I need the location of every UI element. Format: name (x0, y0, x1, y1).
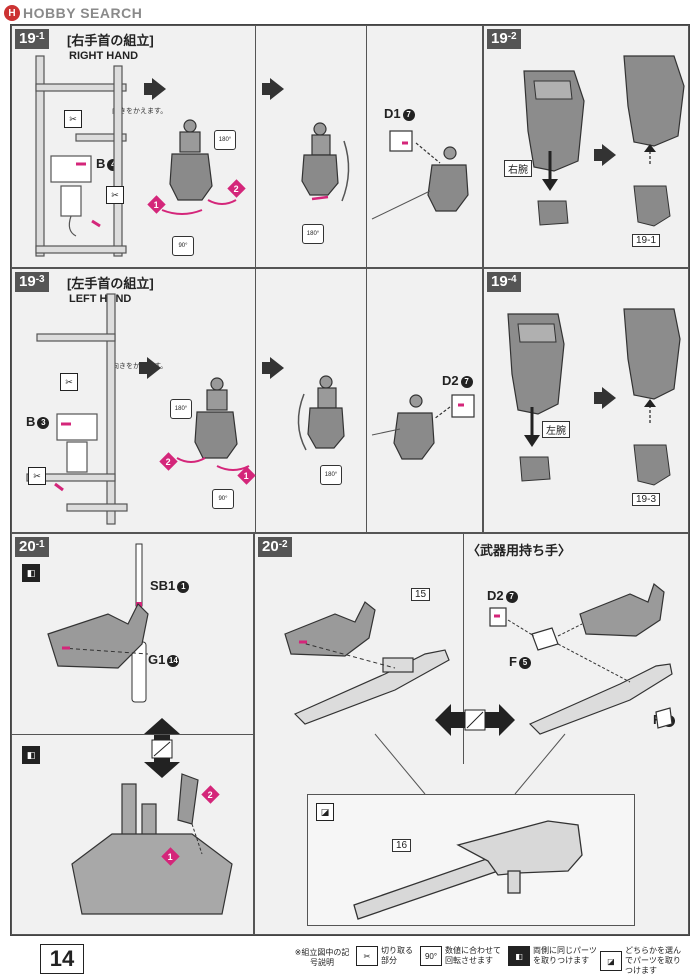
hand-part-illustration (176, 377, 250, 471)
forearm-weapon-illustration (47, 602, 149, 669)
arm-part-illustration (507, 313, 565, 415)
choose-icon: ◪ (600, 951, 622, 971)
divider (463, 534, 464, 764)
step-title-en: RIGHT HAND (69, 50, 139, 62)
legend-item-choose: ◪ どちらかを選んでパーツを取りつけます (600, 946, 687, 976)
panel-step-20-2: 20-2 〈武器用持ち手〉 15 D27 F5 F6 (254, 533, 689, 935)
watermark: H HOBBY SEARCH (4, 4, 142, 22)
cut-icon: ✂ (28, 467, 46, 485)
callout-lines (374, 733, 566, 795)
hand-part-illustration (301, 122, 350, 202)
step-title-en: LEFT HAND (69, 293, 132, 305)
panel-step-19-4: 19-4 左腕 19-3 (483, 268, 689, 533)
flow-arrow (594, 387, 616, 409)
arm-assembled-illustration (623, 308, 681, 486)
hand-part-illustration (371, 130, 469, 220)
both-sides-icon: ◧ (508, 946, 530, 966)
panel-step-19-2: 19-2 右腕 19-1 (483, 25, 689, 268)
divider (366, 26, 367, 269)
flow-arrow (144, 78, 166, 100)
option-box: ◪ 16 (307, 794, 635, 926)
watermark-text: HOBBY SEARCH (23, 5, 143, 21)
ref-label: 19-1 (632, 234, 661, 247)
hand-part-illustration (297, 375, 345, 451)
sprue-illustration (35, 55, 127, 257)
divider (255, 26, 256, 269)
rotate-icon: 90° (420, 946, 442, 966)
step-title-jp: [右手首の組立] (67, 33, 154, 48)
hand-part-illustration (371, 394, 475, 460)
choose-icon: ◪ (316, 803, 334, 821)
legend-title: ※組立図中の記号説明 (294, 948, 350, 967)
rotate-icon: 180° (320, 465, 342, 485)
rotate-icon: 90° (172, 236, 194, 256)
step-title-jp: [左手首の組立] (67, 276, 154, 291)
rifle-illustration (353, 820, 583, 920)
step-order-2: 2 (159, 452, 178, 471)
rifle-assembly-illustration (284, 601, 450, 725)
rotate-icon: 180° (214, 130, 236, 150)
choose-arrow (144, 718, 180, 778)
flow-arrow (594, 144, 616, 166)
legend-text: 数値に合わせて回転させます (445, 946, 501, 965)
part-label-16: 16 (392, 839, 412, 852)
watermark-logo: H (4, 5, 20, 21)
step-number: 19-3 (15, 272, 49, 292)
divider (366, 269, 367, 534)
arm-part-illustration (523, 70, 585, 172)
cut-icon: ✂ (356, 946, 378, 966)
legend-text: 両側に同じパーツを取りつけます (533, 946, 597, 965)
backpack-illustration (71, 773, 233, 915)
cut-icon: ✂ (64, 110, 82, 128)
footer: 14 ※組立図中の記号説明 ✂ 切り取る部分 90° 数値に合わせて回転させます… (10, 940, 690, 976)
part-label-left-arm: 左腕 (542, 421, 570, 438)
weapon-hand-title: 〈武器用持ち手〉 (467, 543, 572, 558)
rotate-icon: 90° (212, 489, 234, 509)
wrist-part-illustration (537, 151, 569, 226)
weapon-hand-illustration (489, 582, 673, 735)
both-sides-icon: ◧ (22, 746, 40, 764)
legend-text: 切り取る部分 (381, 946, 413, 965)
cut-icon: ✂ (106, 186, 124, 204)
part-label-15: 15 (411, 588, 431, 601)
step-number: 20-2 (258, 537, 292, 557)
step-number: 19-4 (487, 272, 521, 292)
rotate-note: 向きをかえます。 (112, 108, 168, 115)
rotate-icon: 180° (302, 224, 324, 244)
flow-arrow (262, 357, 284, 379)
choose-arrow-horizontal (435, 704, 515, 736)
legend-item-both-sides: ◧ 両側に同じパーツを取りつけます (508, 946, 597, 966)
divider (255, 269, 256, 534)
legend-text: どちらかを選んでパーツを取りつけます (625, 946, 681, 975)
rotate-icon: 180° (170, 399, 192, 419)
step-number: 20-1 (15, 537, 49, 557)
divider (12, 734, 255, 735)
arm-assembled-illustration (623, 55, 685, 227)
both-sides-icon: ◧ (22, 564, 40, 582)
step-number: 19-1 (15, 29, 49, 49)
wrist-part-illustration (519, 407, 551, 482)
flow-arrow (139, 357, 161, 379)
flow-arrow (262, 78, 284, 100)
cut-icon: ✂ (60, 373, 78, 391)
legend-item-cut: ✂ 切り取る部分 (356, 946, 419, 966)
step-number: 19-2 (487, 29, 521, 49)
part-label-right-arm: 右腕 (504, 160, 532, 177)
sprue-illustration (26, 293, 128, 525)
legend-item-rotate: 90° 数値に合わせて回転させます (420, 946, 505, 966)
ref-label: 19-3 (632, 493, 661, 506)
hand-part-illustration (161, 119, 237, 215)
page-number: 14 (40, 944, 84, 974)
